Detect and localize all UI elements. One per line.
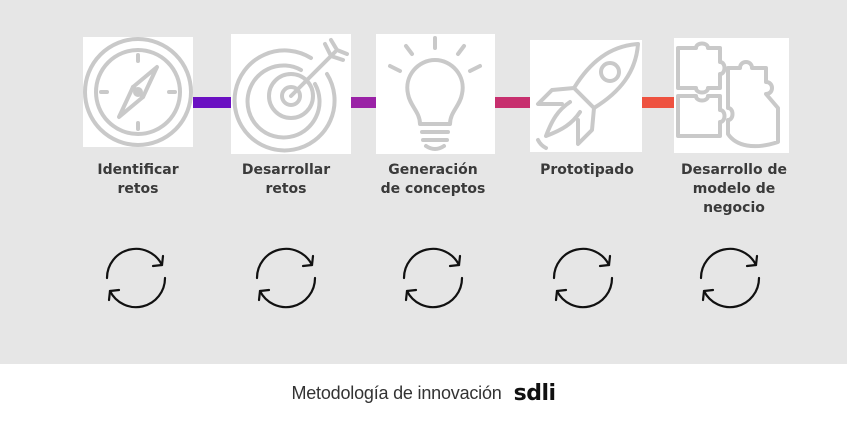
step-label-generacion-conceptos: Generación de conceptos xyxy=(368,161,498,199)
brand-logo: sdli xyxy=(513,381,556,406)
connector-4 xyxy=(642,97,674,108)
puzzle-icon xyxy=(674,38,789,153)
refresh-cycle-icon xyxy=(255,247,317,309)
step-label-line: de conceptos xyxy=(380,181,486,197)
step-label-identificar-retos: Identificar retos xyxy=(73,161,203,199)
footer-caption: Metodología de innovación xyxy=(291,383,502,403)
step-label-line: modelo de xyxy=(692,181,776,197)
target-arrow-icon xyxy=(231,34,351,154)
step-label-line: negocio xyxy=(703,200,765,216)
lightbulb-icon xyxy=(376,34,495,154)
step-label-line: retos xyxy=(265,181,307,197)
step-label-line: retos xyxy=(117,181,159,197)
process-diagram-panel: Identificar retos Desarrollar retos Gene… xyxy=(0,0,847,364)
step-label-desarrollar-retos: Desarrollar retos xyxy=(221,161,351,199)
step-label-prototipado: Prototipado xyxy=(522,161,652,180)
refresh-cycle-icon xyxy=(105,247,167,309)
footer: Metodología de innovación sdli xyxy=(0,364,847,423)
step-label-line: Desarrollar xyxy=(241,162,331,178)
step-label-modelo-negocio: Desarrollo de modelo de negocio xyxy=(669,161,799,218)
step-label-line: Identificar xyxy=(97,162,179,178)
compass-icon xyxy=(83,37,193,147)
refresh-cycle-icon xyxy=(402,247,464,309)
connector-2 xyxy=(351,97,376,108)
connector-3 xyxy=(495,97,530,108)
step-label-line: Generación xyxy=(388,162,478,178)
step-label-line: Prototipado xyxy=(540,162,634,178)
connector-1 xyxy=(193,97,231,108)
refresh-cycle-icon xyxy=(699,247,761,309)
refresh-cycle-icon xyxy=(552,247,614,309)
step-label-line: Desarrollo de xyxy=(681,162,787,178)
rocket-icon xyxy=(530,40,642,152)
